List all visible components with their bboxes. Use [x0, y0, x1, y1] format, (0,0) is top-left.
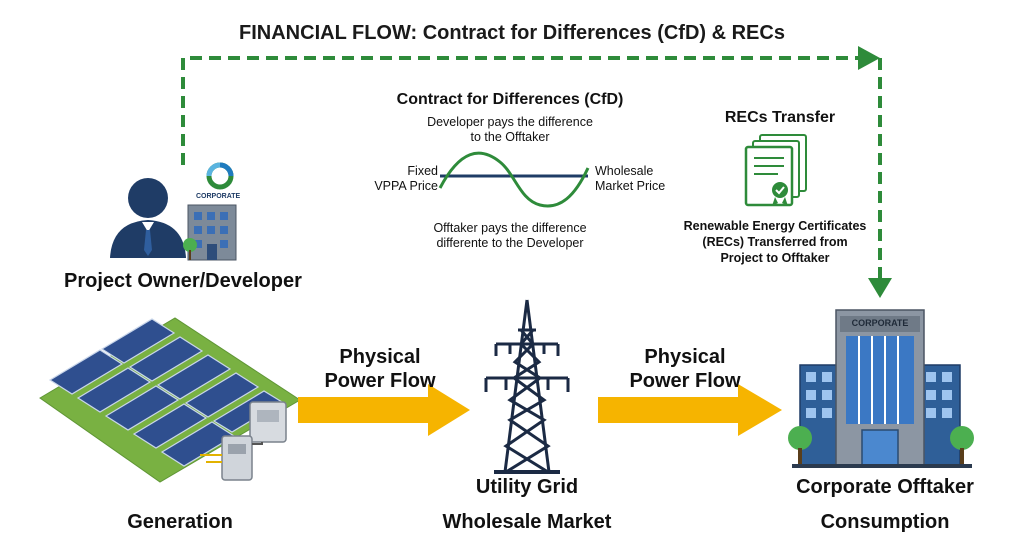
solar-field-icon: [39, 317, 301, 483]
recs-desc-line2: (RECs) Transferred from: [702, 235, 848, 249]
offtaker-building-sign: CORPORATE: [851, 318, 909, 328]
corporate-logo-icon: [206, 162, 234, 190]
transmission-tower-icon: [484, 299, 570, 474]
developer-building-icon: [183, 204, 237, 261]
cfd-heading: Contract for Differences (CfD): [396, 91, 624, 108]
flow1-label-line2: Power Flow: [324, 370, 436, 392]
recs-certificate-icon: [744, 134, 807, 207]
recs-heading: RECs Transfer: [724, 109, 836, 126]
generation-label: Generation: [127, 511, 233, 533]
power-flow-arrow-1: [298, 384, 470, 436]
developer-person-icon: [110, 178, 186, 258]
grid-sublabel: Wholesale Market: [442, 511, 612, 533]
cfd-bottom-note-line2: differente to the Developer: [436, 236, 584, 250]
cfd-top-note-line1: Developer pays the difference: [427, 115, 593, 129]
flow2-label-line2: Power Flow: [629, 370, 741, 392]
recs-desc-line1: Renewable Energy Certificates: [683, 219, 867, 233]
cfd-fixed-label-line2: VPPA Price: [374, 179, 438, 193]
cfd-top-note-line2: to the Offtaker: [470, 130, 550, 144]
cfd-wholesale-label-line2: Market Price: [595, 179, 666, 193]
power-flow-arrow-2: [598, 384, 782, 436]
developer-corporate-badge: CORPORATE: [196, 193, 241, 200]
developer-label: Project Owner/Developer: [64, 270, 302, 292]
cfd-fixed-label-line1: Fixed: [407, 164, 438, 178]
cfd-price-chart: [438, 151, 590, 208]
flow1-label-line1: Physical: [339, 346, 421, 368]
offtaker-sublabel: Consumption: [820, 511, 950, 533]
grid-label: Utility Grid: [475, 476, 579, 498]
offtaker-building-icon: [788, 309, 974, 468]
offtaker-label: Corporate Offtaker: [796, 476, 974, 498]
financial-flow-title: FINANCIAL FLOW: Contract for Differences…: [239, 22, 785, 44]
cfd-bottom-note-line1: Offtaker pays the difference: [433, 221, 587, 235]
flow2-label-line1: Physical: [644, 346, 726, 368]
financial-flow-arrow: [181, 46, 892, 298]
recs-desc-line3: Project to Offtaker: [720, 251, 830, 265]
cfd-wholesale-label-line1: Wholesale: [595, 164, 654, 178]
